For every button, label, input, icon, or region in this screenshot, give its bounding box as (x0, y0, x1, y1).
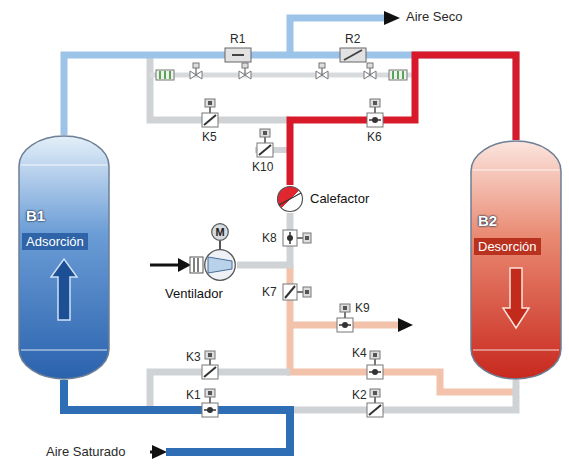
valve-symbol (367, 99, 383, 127)
valve-symbol (367, 351, 383, 379)
vessel-seam (21, 164, 107, 166)
dry-air-outlet-pipe (290, 18, 386, 55)
intake-arrow (178, 258, 191, 272)
valve-symbol (367, 389, 383, 417)
orifice-r2 (340, 48, 366, 62)
heater-line (279, 193, 301, 205)
valve-symbol (337, 304, 353, 332)
component-label: Ventilador (165, 286, 223, 302)
pilot-valve (239, 63, 251, 79)
heater-symbol (276, 185, 304, 213)
valve-symbol (202, 99, 218, 127)
valve-label: K1 (186, 388, 201, 402)
motor-circle-shape (212, 224, 229, 241)
restrictor-label: R2 (345, 32, 360, 46)
valve-label: K4 (352, 346, 367, 360)
heater: Calefactor (276, 185, 371, 213)
vessel-seam (21, 349, 107, 351)
process-label: Desorción (474, 238, 541, 255)
vessel-seam (473, 349, 559, 351)
flow-label: Aire Saturado (46, 445, 126, 459)
pilot-valve (316, 63, 328, 79)
valve-label: K7 (262, 285, 277, 299)
fan-pipe (237, 213, 290, 265)
valve-symbol (257, 129, 273, 157)
valve-label: K2 (352, 388, 367, 402)
bottom-pipe (64, 380, 516, 410)
vessel-shape (18, 135, 110, 380)
bypass-pipe (150, 372, 290, 410)
desorber-vessel: B2Desorción (470, 140, 562, 380)
valve-symbol (283, 284, 311, 300)
vessel-body (19, 136, 109, 379)
valve-label: K9 (355, 301, 370, 315)
vessel-shape (470, 140, 562, 380)
restrictor-label: R1 (230, 32, 245, 46)
motor-label: M (211, 225, 229, 239)
flow-label: Aire Seco (406, 10, 462, 24)
intake-filter (190, 257, 203, 273)
saturated-air-pipe (64, 380, 290, 452)
orifice-r1 (225, 48, 251, 62)
purge-pipe (150, 55, 290, 120)
intake-line (150, 264, 180, 267)
exhaust-arrow (398, 318, 413, 332)
vessel-name: B1 (26, 207, 45, 225)
pilot-valve (190, 63, 202, 79)
valve-symbol (202, 389, 218, 417)
fan-impeller (208, 257, 232, 273)
process-label: Adsorción (22, 233, 88, 250)
inlet-arrow (152, 445, 167, 459)
vessel-name: B2 (478, 212, 497, 230)
fan-symbol (165, 249, 237, 283)
valve-symbol (202, 351, 218, 379)
valve-label: K6 (367, 130, 382, 144)
valve-label: K5 (202, 130, 217, 144)
fan-circle (205, 250, 236, 281)
adsorber-vessel: B1Adsorción (18, 135, 110, 380)
valve-label: K8 (262, 231, 277, 245)
solenoid-coil (156, 70, 174, 80)
pilot-valve (364, 63, 376, 79)
valve-symbol (283, 230, 311, 246)
valve-label: K3 (186, 350, 201, 364)
outlet-arrow (384, 11, 400, 25)
heater-circle (278, 187, 303, 212)
flow-arrow (503, 268, 529, 328)
vessel-body (471, 141, 561, 379)
component-label: Calefactor (310, 191, 369, 207)
flow-arrow (51, 259, 77, 320)
motor-circle: M (211, 223, 229, 241)
vessel-seam (473, 169, 559, 171)
valve-label: K10 (252, 160, 273, 174)
fan: Ventilador (165, 249, 237, 303)
solenoid-coil (389, 70, 407, 80)
motor-shaft (219, 241, 221, 249)
